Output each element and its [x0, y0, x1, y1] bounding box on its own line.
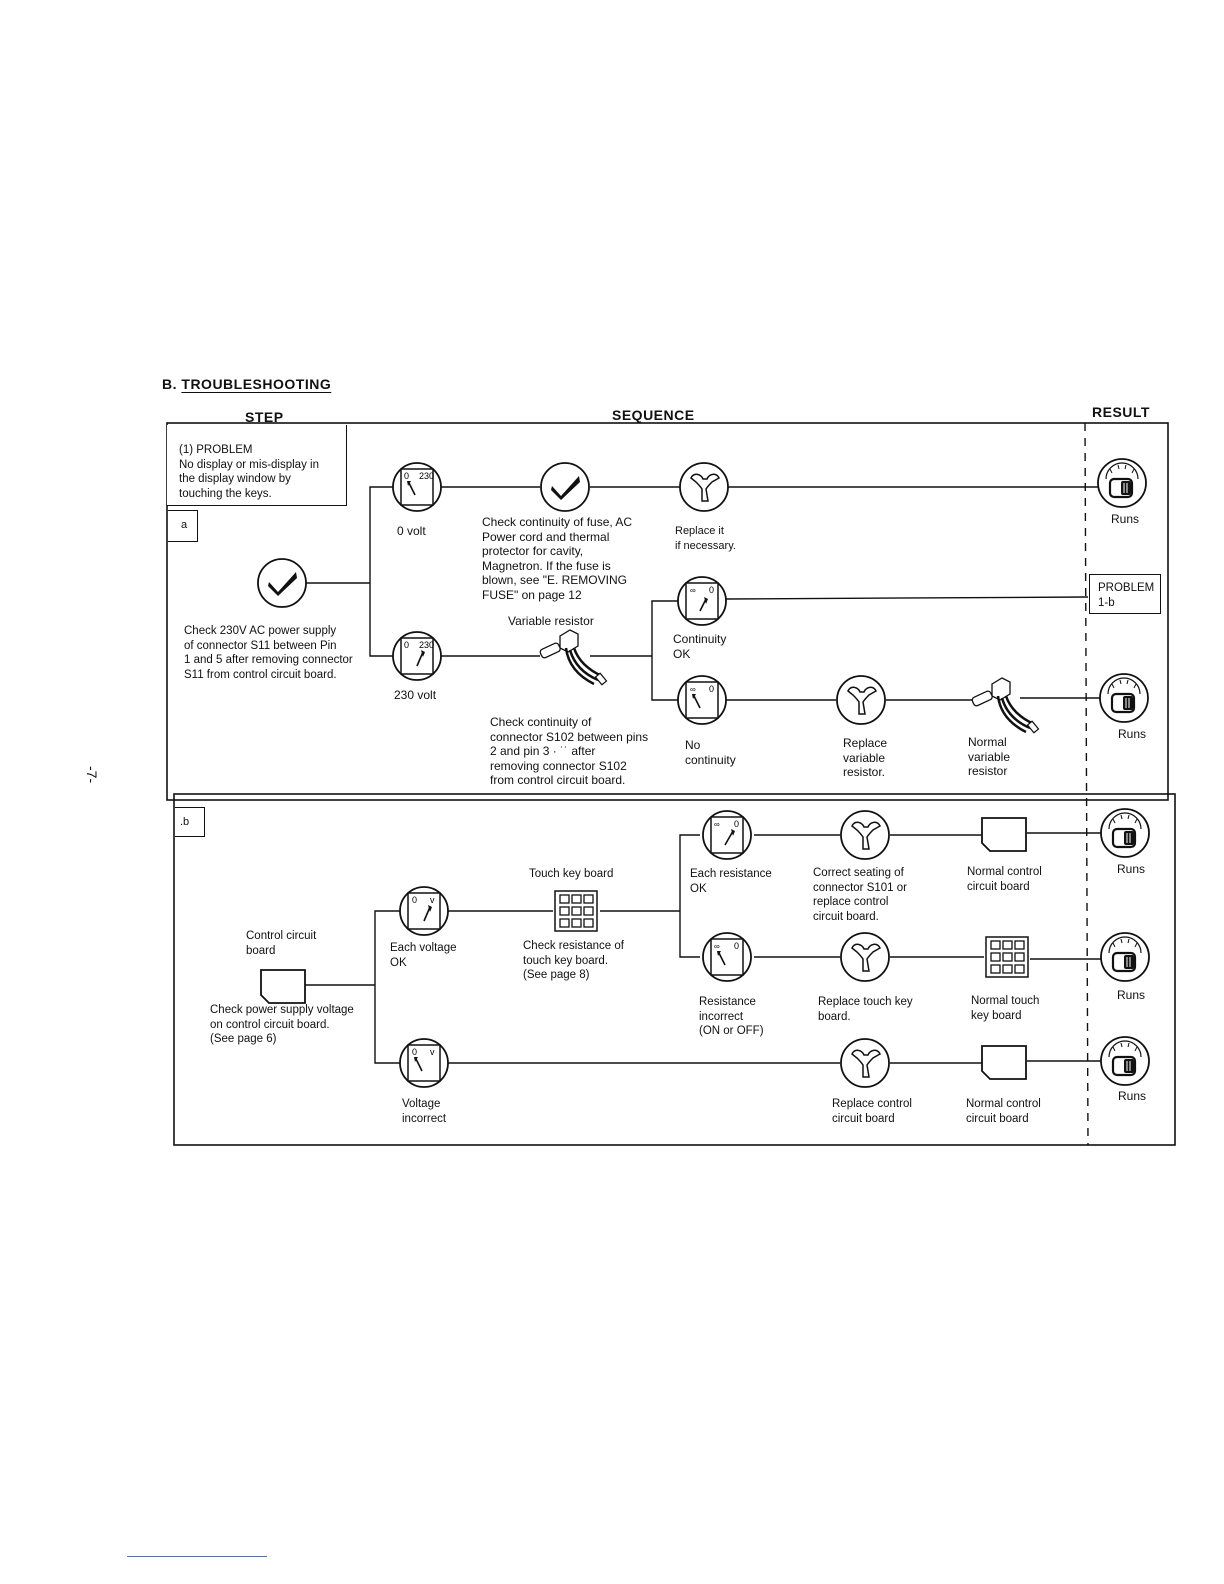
fuse-check-text: Check continuity of fuse, AC Power cord … — [482, 515, 633, 602]
keypad-icon — [985, 936, 1029, 978]
normal-control-text: Normal control circuit board — [967, 866, 1042, 893]
result-problem-box: PROBLEM 1-b — [1089, 574, 1161, 614]
footer-rule — [127, 1556, 267, 1557]
svg-text:v: v — [430, 1047, 435, 1057]
svg-text:0: 0 — [709, 585, 714, 595]
replace-touch-text: Replace touch key board. — [818, 996, 913, 1023]
svg-text:0: 0 — [734, 941, 739, 951]
svg-text:∞: ∞ — [690, 685, 696, 694]
keypad-icon — [554, 890, 598, 932]
no-continuity-label: No continuity — [685, 738, 736, 767]
correct-seating-text: Correct seating of connector S101 or rep… — [813, 867, 907, 923]
resistance-incorrect-label: Resistance incorrect (ON or OFF) — [699, 996, 764, 1037]
voltage-incorrect-label: Voltage incorrect — [402, 1098, 447, 1125]
each-resistance-ok-label: Each resistance OK — [690, 868, 772, 895]
replace-variable-text: Replace variable resistor. — [843, 736, 888, 779]
s102-check-text: Check continuity of connector S102 betwe… — [490, 715, 649, 787]
meter-icon: 0 v — [399, 886, 449, 936]
230-volt-label: 230 volt — [394, 688, 437, 702]
wrench-icon — [679, 462, 729, 512]
oven-icon — [1099, 807, 1151, 859]
wrench-icon — [836, 675, 886, 725]
normal-variable-text: Normal variable resistor — [968, 735, 1011, 778]
oven-icon — [1096, 457, 1148, 509]
result-runs: Runs — [1111, 512, 1140, 526]
meter-icon: ∞ 0 — [702, 810, 752, 860]
svg-text:∞: ∞ — [714, 820, 720, 829]
oven-icon — [1099, 931, 1151, 983]
replace-it-text: Replace it if necessary. — [675, 525, 736, 552]
meter-icon: ∞ 0 — [677, 675, 727, 725]
svg-text:0: 0 — [709, 684, 714, 694]
section-b-frame — [173, 793, 1176, 1146]
header-sequence: SEQUENCE — [612, 407, 695, 423]
variable-resistor-label: Variable resistor — [508, 614, 594, 628]
svg-text:0: 0 — [404, 471, 409, 481]
wrench-icon — [840, 810, 890, 860]
title-text: TROUBLESHOOTING — [181, 376, 332, 392]
result-runs: Runs — [1117, 862, 1146, 876]
problem-box: (1) PROBLEM No display or mis-display in… — [167, 425, 347, 506]
result-runs: Runs — [1118, 1089, 1147, 1103]
check-power-supply-text: Check 230V AC power supply of connector … — [184, 625, 353, 681]
check-icon — [257, 558, 307, 608]
meter-icon: 0 v — [399, 1038, 449, 1088]
result-runs: Runs — [1118, 727, 1147, 741]
svg-text:0: 0 — [404, 640, 409, 650]
control-board-label: Control circuit board — [246, 930, 317, 957]
title-prefix: B. — [162, 376, 177, 392]
svg-text:0: 0 — [734, 819, 739, 829]
potentiometer-icon — [969, 676, 1040, 735]
power-check-text: Check power supply voltage on control ci… — [210, 1004, 354, 1045]
check-icon — [540, 462, 590, 512]
oven-icon — [1098, 672, 1150, 724]
check-resistance-text: Check resistance of touch key board. (Se… — [523, 940, 624, 981]
section-a-label: a — [168, 510, 198, 542]
meter-icon: 0 230 — [392, 631, 442, 681]
svg-text:230: 230 — [419, 471, 434, 481]
wrench-icon — [840, 932, 890, 982]
potentiometer-icon — [537, 628, 608, 687]
section-b-connectors — [305, 832, 1101, 1064]
result-divider — [1084, 422, 1089, 1146]
replace-control-text: Replace control circuit board — [832, 1098, 912, 1125]
header-result: RESULT — [1092, 404, 1150, 420]
normal-touch-text: Normal touch key board — [971, 995, 1040, 1022]
svg-text:0: 0 — [412, 895, 417, 905]
section-a-frame — [166, 422, 1169, 801]
page-number: -7- — [84, 766, 100, 784]
svg-text:0: 0 — [412, 1047, 417, 1057]
normal-control-text: Normal control circuit board — [966, 1098, 1041, 1125]
svg-text:v: v — [430, 895, 435, 905]
circuit-board-icon — [981, 1045, 1027, 1080]
section-a-connectors — [306, 486, 1100, 701]
zero-volt-label: 0 volt — [397, 524, 426, 538]
svg-text:∞: ∞ — [714, 942, 720, 951]
header-step: STEP — [245, 409, 284, 425]
page-title: B. TROUBLESHOOTING — [162, 376, 331, 392]
circuit-board-icon — [981, 817, 1027, 852]
wrench-icon — [840, 1038, 890, 1088]
each-voltage-ok-label: Each voltage OK — [390, 942, 457, 969]
svg-text:∞: ∞ — [690, 586, 696, 595]
meter-icon: ∞ 0 — [677, 576, 727, 626]
meter-icon: 0 230 — [392, 462, 442, 512]
oven-icon — [1099, 1035, 1151, 1087]
touch-key-board-label: Touch key board — [529, 868, 614, 880]
meter-icon: ∞ 0 — [702, 932, 752, 982]
continuity-ok-label: Continuity OK — [673, 632, 727, 661]
svg-text:230: 230 — [419, 640, 434, 650]
circuit-board-icon — [260, 969, 306, 1004]
result-runs: Runs — [1117, 988, 1146, 1002]
section-b-label: .b — [175, 807, 205, 837]
